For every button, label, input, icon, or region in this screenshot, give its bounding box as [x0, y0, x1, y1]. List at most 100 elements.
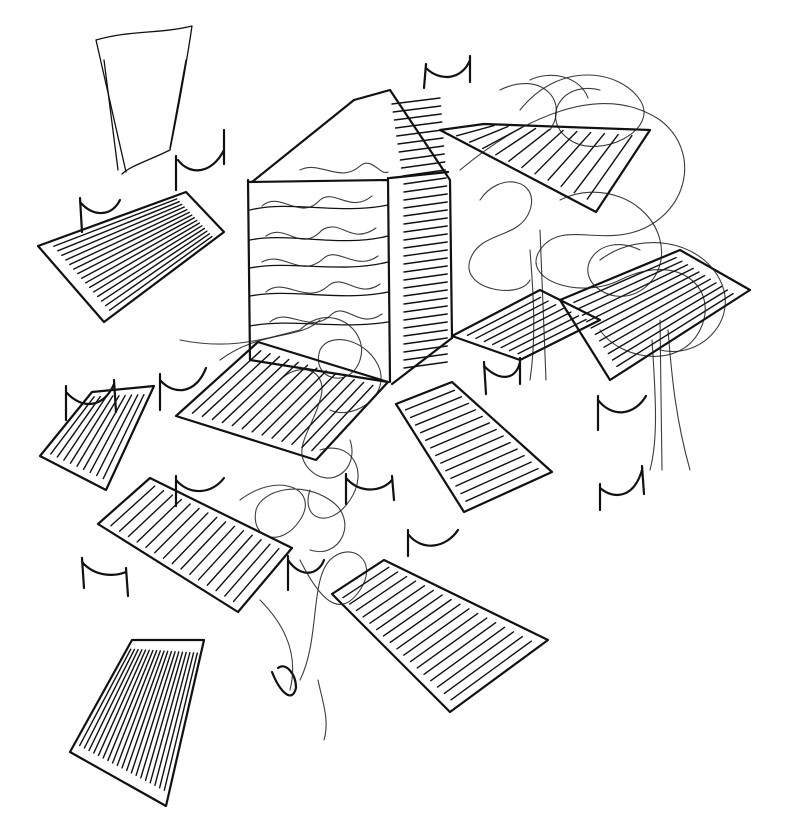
hatch-line — [348, 571, 399, 605]
scribble-canopy — [179, 74, 726, 741]
hatch-line — [301, 381, 365, 449]
panel-outline — [174, 340, 390, 462]
tower-hatch-line — [403, 177, 447, 185]
hatch-line — [424, 415, 484, 441]
hatch-line — [85, 219, 198, 284]
hatch-line — [436, 631, 515, 688]
hatch-line — [57, 200, 180, 252]
hatch-line — [443, 635, 524, 695]
tower-hatch-line — [403, 345, 448, 353]
hatch-line — [78, 648, 132, 747]
hatch-line — [586, 267, 694, 323]
hatch-line — [414, 402, 470, 426]
tower-hatch-line — [399, 153, 445, 161]
tower-hatch-line — [403, 305, 448, 313]
hatch-line — [450, 448, 518, 480]
hatch-line — [581, 264, 689, 316]
hatch-line — [611, 289, 729, 361]
hatch-line — [342, 566, 390, 599]
hatch-line — [189, 525, 236, 576]
tower-hatch-line — [398, 145, 445, 153]
panel-outline — [394, 380, 554, 514]
tower-hatch-line — [403, 313, 448, 321]
hatched-panel — [36, 190, 226, 324]
tower-hatch-line — [403, 297, 448, 305]
tower-hatch-line — [403, 193, 448, 201]
hatch-line — [201, 352, 271, 418]
panel-outline — [68, 638, 206, 808]
hatch-line — [440, 435, 504, 464]
hatch-line — [430, 422, 490, 449]
hatch-line — [416, 617, 488, 669]
hatched-panel — [68, 638, 206, 808]
hatch-line — [362, 580, 417, 618]
hatch-line — [104, 233, 211, 307]
hatch-line — [547, 131, 592, 181]
tower-hatch-line — [403, 225, 448, 233]
hatch-line — [599, 278, 711, 342]
hatch-line — [83, 648, 136, 749]
panel-outline — [38, 384, 156, 492]
hatch-line — [73, 211, 190, 270]
hatch-line — [140, 651, 180, 779]
hatch-line — [136, 498, 183, 543]
hatch-line — [534, 130, 578, 175]
hatch-line — [215, 539, 262, 592]
hatch-line — [232, 547, 280, 603]
hatch-line — [455, 454, 525, 487]
tower-hatch-line — [393, 113, 442, 121]
hatch-line — [495, 127, 537, 156]
tower-hatch-line — [403, 217, 448, 225]
hatch-line — [69, 209, 188, 266]
hatch-line — [465, 467, 539, 502]
panel-outline — [558, 248, 752, 382]
hatch-line — [475, 300, 549, 340]
hatch-line — [110, 485, 156, 527]
hatch-line — [376, 589, 434, 631]
hatched-panel — [394, 380, 554, 514]
hatch-line — [61, 203, 183, 257]
hatch-line — [144, 651, 184, 781]
hatch-line — [191, 350, 262, 414]
hatch-line — [92, 225, 203, 293]
hatch-line — [88, 222, 201, 289]
hatch-line — [590, 271, 700, 329]
hatch-line — [116, 650, 162, 767]
hammock-slings — [64, 54, 648, 697]
tower-hatch-line — [403, 185, 448, 193]
hatched-panel — [96, 476, 294, 614]
tower-hatch-line — [403, 273, 448, 281]
hatch-line — [69, 395, 114, 464]
hatch-line — [355, 575, 408, 612]
tower-hatch-line — [403, 337, 448, 345]
hatch-line — [121, 650, 165, 769]
hatch-line — [206, 534, 253, 586]
hatch-line — [53, 198, 178, 247]
hatch-line — [261, 370, 327, 436]
hatch-line — [108, 235, 213, 311]
hatched-panel — [558, 248, 752, 382]
hatched-panel — [450, 288, 602, 362]
hatch-line — [118, 489, 165, 532]
hatch-line — [311, 384, 374, 452]
hatch-line — [126, 650, 169, 772]
hatch-line — [560, 132, 606, 188]
hatch-line — [577, 260, 683, 310]
hatch-line — [409, 612, 479, 663]
hatch-line — [403, 608, 470, 656]
hatch-line — [65, 206, 185, 261]
hatch-line — [77, 214, 193, 275]
hatch-line — [163, 652, 198, 791]
hatch-line — [291, 378, 355, 446]
hatch-line — [573, 256, 677, 304]
tower-hatch-line — [403, 257, 448, 265]
hatch-line — [96, 227, 206, 298]
tower-hatch-line — [403, 241, 448, 249]
tower-hatch-line — [403, 265, 448, 273]
hatch-line — [127, 494, 174, 538]
tower-hatch-line — [403, 281, 448, 289]
hatch-line — [419, 409, 477, 434]
hatch-line — [483, 304, 557, 343]
hatch-line — [468, 125, 509, 143]
hatch-line — [455, 124, 495, 137]
